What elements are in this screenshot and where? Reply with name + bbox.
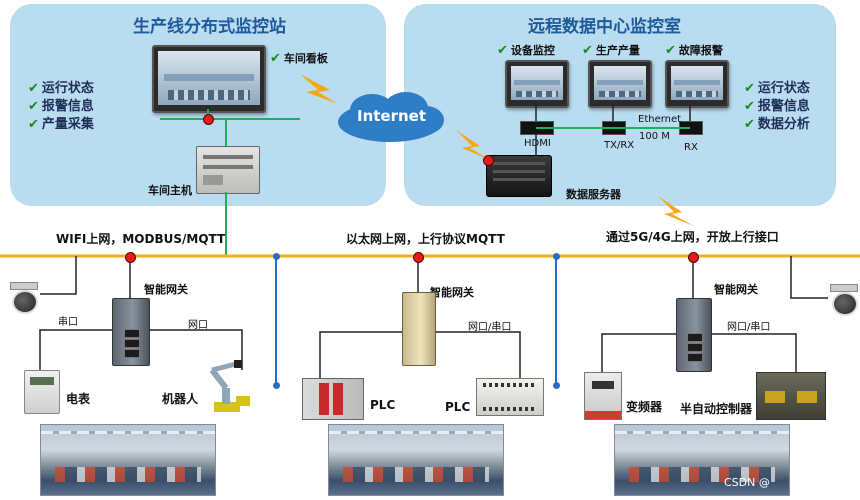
alarm-monitor-screen	[665, 60, 729, 108]
right-feature-list: ✔运行状态 ✔报警信息 ✔数据分析	[744, 80, 810, 134]
gateway-right	[676, 298, 712, 372]
feature-item: ✔报警信息	[28, 99, 94, 114]
net-line	[148, 329, 243, 370]
check-icon: ✔	[744, 99, 755, 114]
factory-photo-right	[614, 424, 790, 496]
hdmi-label: HDMI	[524, 138, 551, 149]
net-label: 网口	[188, 320, 208, 331]
check-icon: ✔	[744, 117, 755, 132]
net-label-left: WIFI上网，MODBUS/MQTT	[56, 232, 226, 246]
right-port-label: 网口/串口	[727, 322, 771, 333]
device-monitor-screen	[505, 60, 569, 108]
node-server	[483, 155, 494, 166]
left-camera-icon	[6, 282, 40, 314]
feature-item: ✔产量采集	[28, 117, 94, 132]
vfd-device	[584, 372, 622, 420]
factory-photo-middle	[328, 424, 504, 496]
plc-label-1: PLC	[370, 398, 396, 412]
node-gw-mid	[413, 252, 424, 263]
watermark: CSDN @	[724, 476, 770, 489]
txrx-label: TX/RX	[604, 140, 635, 151]
workshop-host-pc	[196, 146, 260, 194]
divider-right-bottom-dot	[553, 382, 560, 389]
feature-item: ✔数据分析	[744, 117, 810, 132]
right-camera-icon	[826, 284, 860, 316]
workshop-board-monitor	[152, 45, 266, 113]
screen-label-alarm: ✔故障报警	[665, 43, 723, 58]
data-server-label: 数据服务器	[566, 188, 621, 201]
right-station-title: 远程数据中心监控室	[528, 17, 681, 37]
check-icon: ✔	[28, 81, 39, 96]
gateway-label-left: 智能网关	[144, 283, 188, 296]
plc-device-2	[476, 378, 544, 416]
plc-label-2: PLC	[445, 400, 471, 414]
semi-auto-controller	[756, 372, 826, 420]
check-icon: ✔	[665, 43, 676, 58]
rx-label: RX	[684, 142, 698, 153]
serial-line	[39, 329, 112, 370]
serial-label: 串口	[58, 317, 78, 328]
speed-label: 100 M	[639, 131, 670, 142]
lightning-left-icon	[300, 74, 338, 104]
check-icon: ✔	[582, 43, 593, 58]
robot-arm-icon	[209, 360, 250, 412]
gateway-label-right: 智能网关	[714, 283, 758, 296]
check-icon: ✔	[28, 117, 39, 132]
lightning-bottom-icon	[658, 196, 694, 226]
electric-meter	[24, 370, 60, 414]
net-label-right: 通过5G/4G上网，开放上行接口	[606, 230, 779, 244]
check-icon: ✔	[28, 99, 39, 114]
workshop-host-label: 车间主机	[148, 184, 192, 197]
ethernet-label: Ethernet	[638, 114, 682, 125]
factory-photo-left	[40, 424, 216, 496]
check-icon: ✔	[744, 81, 755, 96]
workshop-board-label: ✔车间看板	[270, 51, 328, 66]
internet-cloud-icon	[338, 92, 444, 142]
check-icon: ✔	[270, 51, 281, 66]
node-gw-right	[688, 252, 699, 263]
output-monitor-screen	[588, 60, 652, 108]
left-camera-line	[40, 256, 77, 295]
screen-label-output: ✔生产产量	[582, 43, 640, 58]
node-left-station	[203, 114, 214, 125]
left-feature-list: ✔运行状态 ✔报警信息 ✔产量采集	[28, 80, 94, 134]
plc-device-1	[302, 378, 364, 420]
gateway-left	[112, 298, 150, 366]
right-camera-line	[790, 256, 828, 299]
check-icon: ✔	[497, 43, 508, 58]
divider-left-bottom-dot	[273, 382, 280, 389]
gateway-middle	[402, 292, 436, 366]
mid-port-label: 网口/串口	[468, 322, 512, 333]
internet-label: Internet	[357, 107, 427, 125]
node-gw-left	[125, 252, 136, 263]
vfd-label: 变频器	[626, 400, 663, 414]
net-label-middle: 以太网上网，上行协议MQTT	[346, 232, 505, 246]
feature-item: ✔运行状态	[744, 81, 810, 96]
screen-label-device: ✔设备监控	[497, 43, 555, 58]
robot-label: 机器人	[162, 392, 199, 406]
lightning-right-icon	[456, 130, 490, 160]
meter-label: 电表	[66, 392, 91, 406]
feature-item: ✔运行状态	[28, 81, 94, 96]
gateway-label-middle: 智能网关	[430, 286, 474, 299]
divider-right-top-dot	[553, 253, 560, 260]
data-server	[486, 155, 552, 197]
feature-item: ✔报警信息	[744, 99, 810, 114]
divider-left-top-dot	[273, 253, 280, 260]
left-station-title: 生产线分布式监控站	[133, 17, 286, 37]
controller-label: 半自动控制器	[680, 402, 753, 416]
